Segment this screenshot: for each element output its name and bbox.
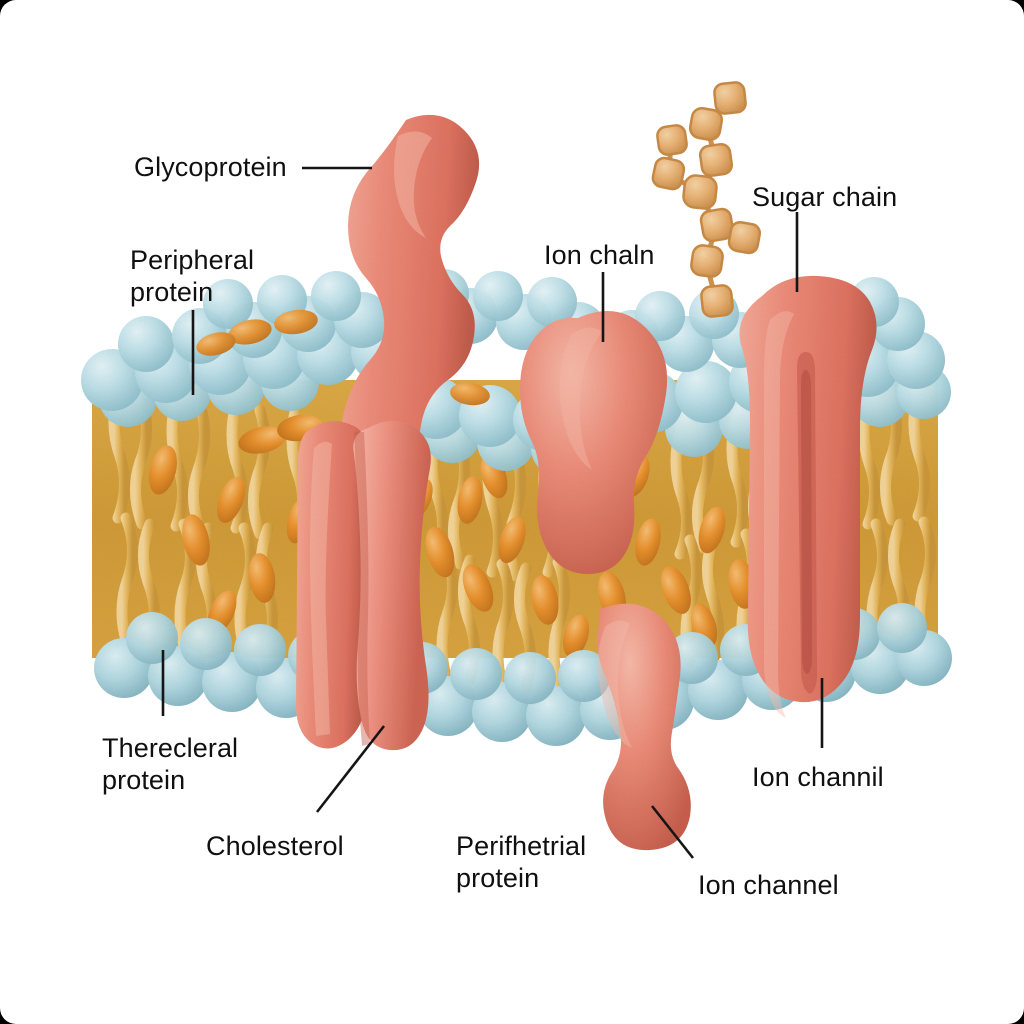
- ion-channil-pore-inner: [801, 370, 812, 674]
- label-cholesterol: Cholesterol: [206, 831, 344, 861]
- label-sugar-chain: Sugar chain: [752, 182, 898, 212]
- glycoprotein-highlight: [394, 131, 432, 238]
- label-glycoprotein: Glycoprotein: [134, 152, 287, 182]
- ion-channel-highlight: [597, 620, 632, 748]
- integral-protein-seam: [354, 432, 370, 746]
- label-ion-channel: Ion channel: [698, 870, 839, 900]
- sugar-chain-units: [651, 81, 762, 318]
- label-perifhetrial-protein: Perifhetrial protein: [456, 831, 587, 893]
- glycoprotein-body: [340, 114, 480, 478]
- surface-cholesterol: [196, 309, 490, 406]
- ion-chaln-highlight: [559, 327, 602, 470]
- integral-protein-highlight: [310, 441, 332, 736]
- label-peripheral-protein: Peripheral protein: [130, 245, 255, 307]
- ion-chaln-protein: [520, 310, 668, 574]
- label-ion-channil: Ion channil: [752, 762, 884, 792]
- label-therecleral-protein: Therecleral protein: [102, 733, 239, 795]
- integral-protein-right: [353, 420, 431, 751]
- ion-channil-highlight: [764, 311, 794, 718]
- ion-channel-protein: [597, 603, 691, 851]
- label-ion-chaln: Ion chaln: [544, 240, 655, 270]
